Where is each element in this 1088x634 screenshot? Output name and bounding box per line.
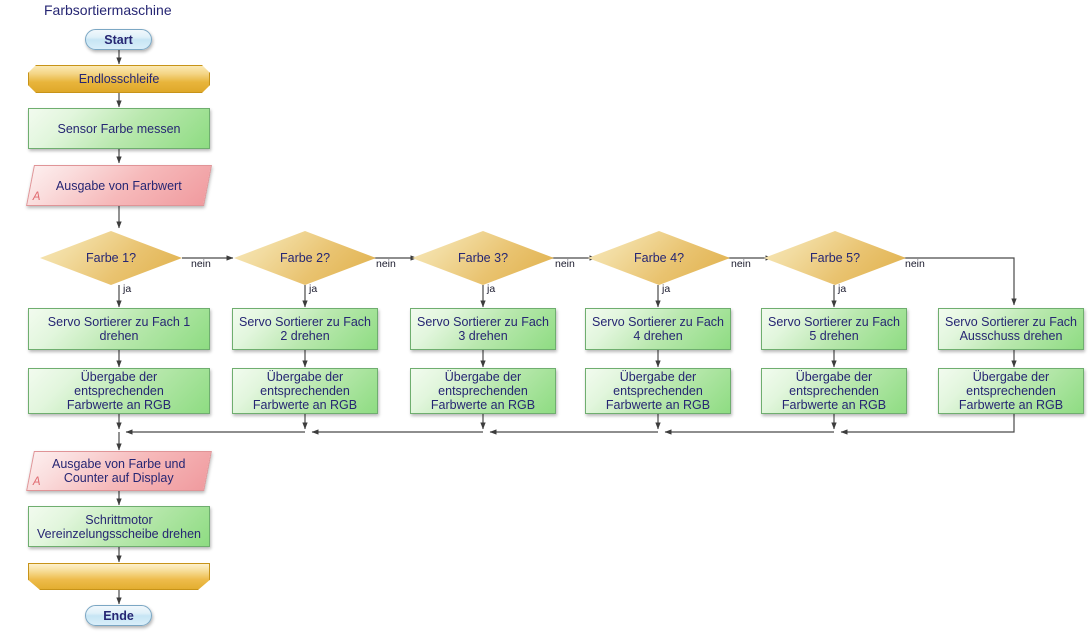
node-transfer-rgb-3[interactable]: Übergabe der entsprechenden Farbwerte an… — [410, 368, 556, 414]
diagram-title: Farbsortiermaschine — [44, 2, 172, 18]
node-servo-fach-2[interactable]: Servo Sortierer zu Fach 2 drehen — [232, 308, 378, 350]
node-decision-farbe-4-label: Farbe 4? — [633, 251, 685, 265]
node-servo-fach-4[interactable]: Servo Sortierer zu Fach 4 drehen — [585, 308, 731, 350]
node-transfer-rgb-2-label: Übergabe der entsprechenden Farbwerte an… — [252, 370, 358, 412]
node-transfer-rgb-5-label: Übergabe der entsprechenden Farbwerte an… — [781, 370, 887, 412]
node-servo-fach-1[interactable]: Servo Sortierer zu Fach 1 drehen — [28, 308, 210, 350]
node-servo-fach-ausschuss-label: Servo Sortierer zu Fach Ausschuss drehen — [945, 315, 1077, 343]
edge-label-nein-3: nein — [555, 258, 575, 270]
edge-label-ja-3: ja — [487, 283, 496, 295]
node-transfer-rgb-3-label: Übergabe der entsprechenden Farbwerte an… — [430, 370, 536, 412]
edge-label-nein-5: nein — [905, 258, 925, 270]
edge-label-nein-4: nein — [731, 258, 751, 270]
node-sensor-measure[interactable]: Sensor Farbe messen — [28, 108, 210, 149]
node-start[interactable]: Start — [85, 29, 152, 50]
node-servo-fach-3[interactable]: Servo Sortierer zu Fach 3 drehen — [410, 308, 556, 350]
node-transfer-rgb-4[interactable]: Übergabe der entsprechenden Farbwerte an… — [585, 368, 731, 414]
node-decision-farbe-5-label: Farbe 5? — [809, 251, 861, 265]
node-output-colorvalue[interactable]: Ausgabe von Farbwert A — [26, 165, 212, 206]
edge-label-ja-4: ja — [662, 283, 671, 295]
node-stepper-motor-label: Schrittmotor Vereinzelungsscheibe drehen — [36, 512, 201, 541]
node-servo-fach-ausschuss[interactable]: Servo Sortierer zu Fach Ausschuss drehen — [938, 308, 1084, 350]
node-transfer-rgb-5[interactable]: Übergabe der entsprechenden Farbwerte an… — [761, 368, 907, 414]
node-decision-farbe-2[interactable]: Farbe 2? — [234, 231, 376, 285]
edge-label-ja-2: ja — [309, 283, 318, 295]
node-output-display-label: Ausgabe von Farbe und Counter auf Displa… — [52, 457, 186, 485]
node-loop-begin-label: Endlosschleife — [78, 72, 160, 86]
node-decision-farbe-3[interactable]: Farbe 3? — [412, 231, 554, 285]
node-servo-fach-5[interactable]: Servo Sortierer zu Fach 5 drehen — [761, 308, 907, 350]
edge-label-nein-1: nein — [191, 258, 211, 270]
edge-label-ja-1: ja — [123, 283, 132, 295]
node-decision-farbe-2-label: Farbe 2? — [279, 251, 331, 265]
node-transfer-rgb-ausschuss[interactable]: Übergabe der entsprechenden Farbwerte an… — [938, 368, 1084, 414]
node-servo-fach-5-label: Servo Sortierer zu Fach 5 drehen — [768, 315, 900, 343]
node-end[interactable]: Ende — [85, 605, 152, 626]
node-transfer-rgb-2[interactable]: Übergabe der entsprechenden Farbwerte an… — [232, 368, 378, 414]
edge-label-nein-2: nein — [376, 258, 396, 270]
node-decision-farbe-1-label: Farbe 1? — [85, 251, 137, 265]
node-servo-fach-2-label: Servo Sortierer zu Fach 2 drehen — [239, 315, 371, 343]
node-transfer-rgb-4-label: Übergabe der entsprechenden Farbwerte an… — [605, 370, 711, 412]
node-end-label: Ende — [103, 608, 134, 623]
node-output-display[interactable]: Ausgabe von Farbe und Counter auf Displa… — [26, 451, 212, 491]
node-loop-begin[interactable]: Endlosschleife — [28, 65, 210, 93]
node-stepper-motor[interactable]: Schrittmotor Vereinzelungsscheibe drehen — [28, 506, 210, 547]
node-sensor-measure-label: Sensor Farbe messen — [57, 121, 181, 136]
node-decision-farbe-1[interactable]: Farbe 1? — [40, 231, 182, 285]
node-loop-end[interactable] — [28, 563, 210, 590]
node-servo-fach-4-label: Servo Sortierer zu Fach 4 drehen — [592, 315, 724, 343]
node-decision-farbe-4[interactable]: Farbe 4? — [588, 231, 730, 285]
io-marker-a: A — [32, 476, 41, 488]
node-decision-farbe-5[interactable]: Farbe 5? — [764, 231, 906, 285]
node-start-label: Start — [104, 32, 133, 47]
io-marker-a: A — [32, 191, 41, 203]
node-decision-farbe-3-label: Farbe 3? — [457, 251, 509, 265]
edge-label-ja-5: ja — [838, 283, 847, 295]
node-transfer-rgb-ausschuss-label: Übergabe der entsprechenden Farbwerte an… — [958, 370, 1064, 412]
node-servo-fach-1-label: Servo Sortierer zu Fach 1 drehen — [47, 315, 191, 343]
node-transfer-rgb-1-label: Übergabe der entsprechenden Farbwerte an… — [66, 370, 172, 412]
node-output-colorvalue-label: Ausgabe von Farbwert — [56, 178, 182, 193]
node-transfer-rgb-1[interactable]: Übergabe der entsprechenden Farbwerte an… — [28, 368, 210, 414]
node-servo-fach-3-label: Servo Sortierer zu Fach 3 drehen — [417, 315, 549, 343]
